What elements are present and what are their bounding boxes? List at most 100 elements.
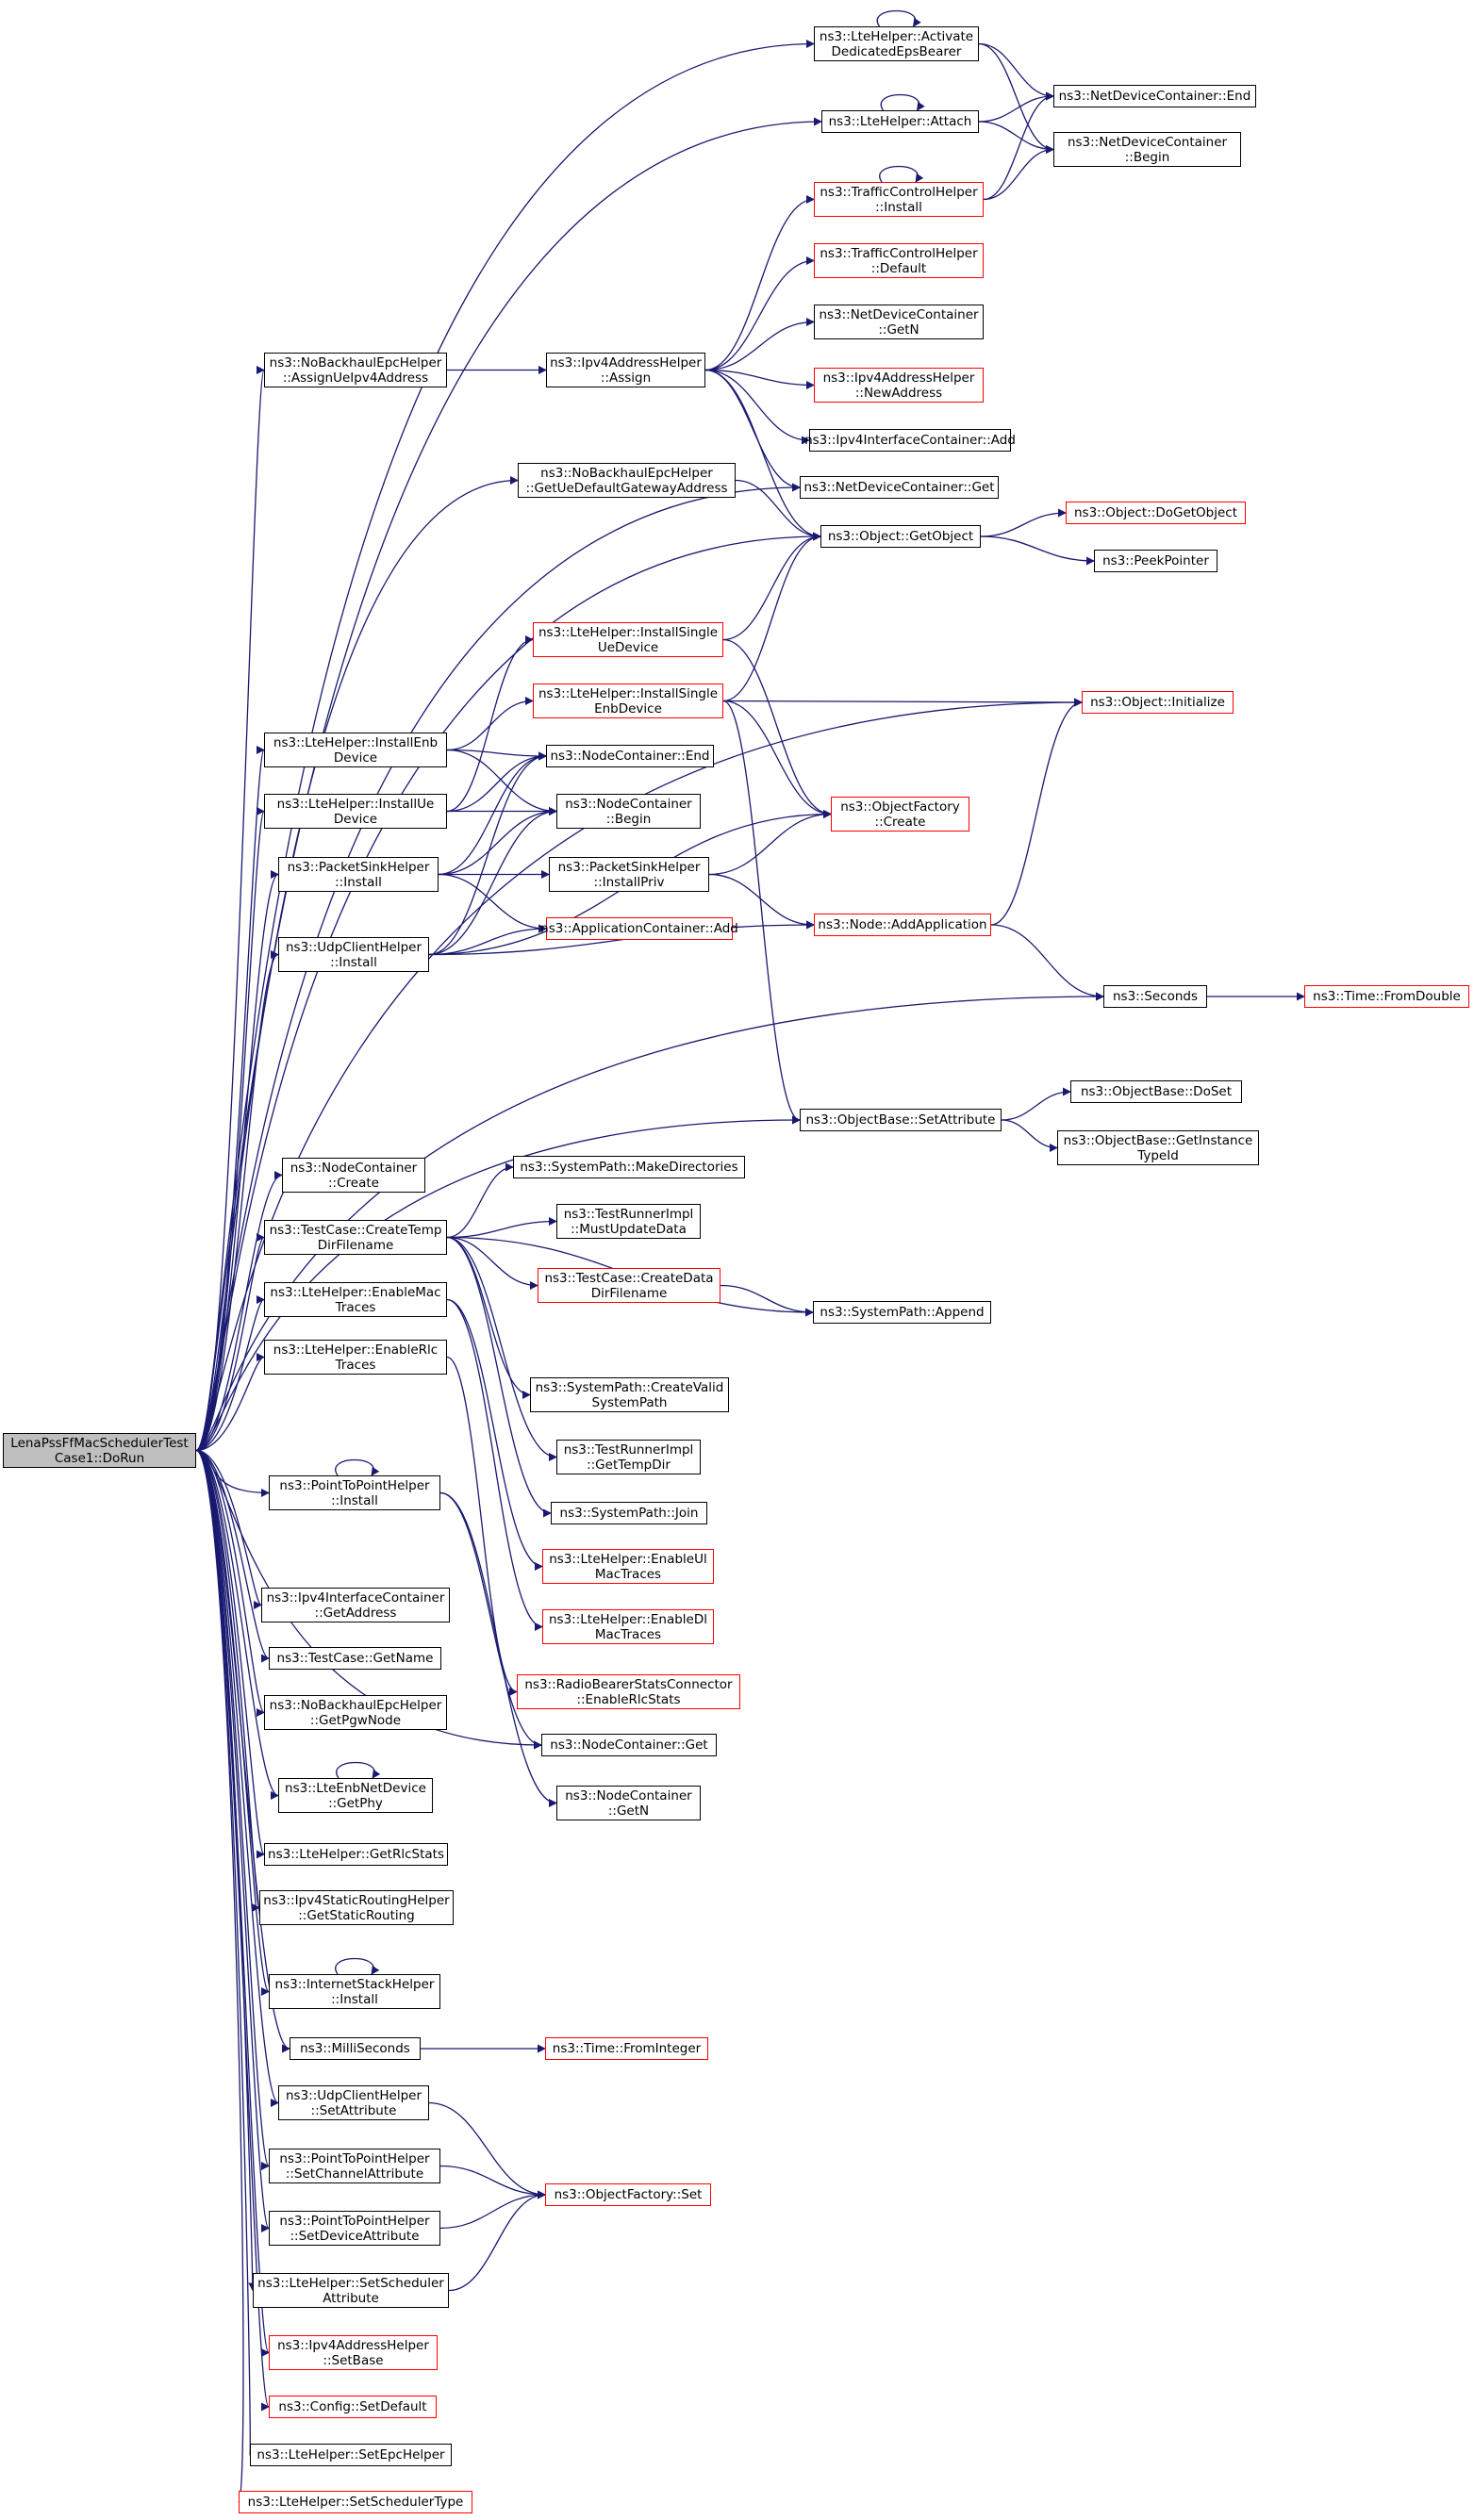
node-systempath-join[interactable]: ns3::SystemPath::Join — [551, 1502, 707, 1524]
node-object-dogetobject[interactable]: ns3::Object::DoGetObject — [1066, 502, 1246, 524]
edge-install_single_ue-to-of_create — [722, 638, 832, 818]
node-nodecontainer-begin[interactable]: ns3::NodeContainer ::Begin — [556, 794, 701, 829]
node-ltehelper-enablemactraces[interactable]: ns3::LteHelper::EnableMac Traces — [264, 1282, 447, 1317]
node-config-setdefault[interactable]: ns3::Config::SetDefault — [269, 2396, 437, 2418]
edge-root-to-psh_install — [195, 870, 279, 1452]
node-time-fromdouble[interactable]: ns3::Time::FromDouble — [1304, 985, 1469, 1008]
node-testrunnerimpl-mustupdatedata[interactable]: ns3::TestRunnerImpl ::MustUpdateData — [556, 1204, 701, 1239]
node-radiobearerstatsconnector-enablerlcstats[interactable]: ns3::RadioBearerStatsConnector ::EnableR… — [517, 1674, 740, 1709]
node-netdevicecontainer-end[interactable]: ns3::NetDeviceContainer::End — [1053, 85, 1256, 107]
node-nodecontainer-create[interactable]: ns3::NodeContainer ::Create — [282, 1158, 425, 1193]
node-trafficcontrolhelper-default[interactable]: ns3::TrafficControlHelper ::Default — [814, 243, 984, 278]
edge-ipv4_assign-to-tch_install — [704, 195, 815, 371]
node-ipv4interfacecontainer-add[interactable]: ns3::Ipv4InterfaceContainer::Add — [804, 429, 1016, 452]
node-pointtopointhelper-install[interactable]: ns3::PointToPointHelper ::Install — [269, 1475, 440, 1510]
node-object-getobject[interactable]: ns3::Object::GetObject — [820, 525, 981, 548]
node-root-lenapssffmacschedulertestcase1-dorun[interactable]: LenaPssFfMacSchedulerTest Case1::DoRun — [3, 1433, 196, 1468]
edge-obj_getobject-to-peekpointer — [980, 535, 1095, 566]
edge-enable_mac-to-enable_ulmac — [446, 1298, 543, 1571]
node-udpclienthelper-install[interactable]: ns3::UdpClientHelper ::Install — [278, 937, 429, 972]
node-object-initialize[interactable]: ns3::Object::Initialize — [1082, 691, 1234, 714]
node-netdevicecontainer-get[interactable]: ns3::NetDeviceContainer::Get — [800, 476, 999, 499]
node-nodecontainer-getn[interactable]: ns3::NodeContainer ::GetN — [556, 1786, 701, 1820]
node-ltehelper-installsingleuedevice[interactable]: ns3::LteHelper::InstallSingle UeDevice — [533, 622, 723, 657]
node-trafficcontrolhelper-install[interactable]: ns3::TrafficControlHelper ::Install — [814, 182, 984, 217]
node-pointtopointhelper-setchannelattribute[interactable]: ns3::PointToPointHelper ::SetChannelAttr… — [269, 2149, 440, 2183]
node-ipv4addresshelper-setbase[interactable]: ns3::Ipv4AddressHelper ::SetBase — [269, 2335, 438, 2370]
node-objectfactory-set[interactable]: ns3::ObjectFactory::Set — [545, 2183, 711, 2206]
edge-tch_install-to-ndc_end — [983, 91, 1054, 201]
node-ipv4addresshelper-newaddress[interactable]: ns3::Ipv4AddressHelper ::NewAddress — [814, 368, 984, 403]
node-ltehelper-installsingleenbdevice[interactable]: ns3::LteHelper::InstallSingle EnbDevice — [533, 684, 723, 718]
node-testcase-getname[interactable]: ns3::TestCase::GetName — [269, 1647, 441, 1670]
edge-root-to-tc_createtemp — [195, 1233, 265, 1452]
edge-lte_attach-to-ndc_end — [978, 91, 1054, 123]
node-systempath-makedirectories[interactable]: ns3::SystemPath::MakeDirectories — [513, 1156, 745, 1178]
node-systempath-append[interactable]: ns3::SystemPath::Append — [813, 1301, 991, 1324]
node-ltehelper-setschedulerattribute[interactable]: ns3::LteHelper::SetScheduler Attribute — [253, 2273, 449, 2308]
edge-install_enb-to-nc_end — [446, 749, 547, 761]
node-ltehelper-getrlcstats[interactable]: ns3::LteHelper::GetRlcStats — [264, 1843, 448, 1866]
edge-root-to-obj_initialize — [195, 698, 1083, 1452]
edge-ipv4_assign-to-ndc_getn — [704, 318, 815, 371]
node-milliseconds[interactable]: ns3::MilliSeconds — [290, 2037, 421, 2060]
node-ipv4staticroutinghelper-getstaticrouting[interactable]: ns3::Ipv4StaticRoutingHelper ::GetStatic… — [259, 1890, 454, 1925]
edge-tc_createtemp-to-tri_gettempdir — [446, 1236, 557, 1461]
node-ltehelper-enableulmactraces[interactable]: ns3::LteHelper::EnableUl MacTraces — [542, 1549, 714, 1584]
node-applicationcontainer-add[interactable]: ns3::ApplicationContainer::Add — [540, 917, 738, 940]
edge-ipv4_assign-to-obj_getobject — [704, 369, 821, 541]
node-seconds[interactable]: ns3::Seconds — [1103, 985, 1207, 1008]
node-ltehelper-enablerlctraces[interactable]: ns3::LteHelper::EnableRlc Traces — [264, 1340, 447, 1375]
edge-root-to-p2p_setchan — [195, 1449, 270, 2170]
node-ipv4addresshelper-assign[interactable]: ns3::Ipv4AddressHelper ::Assign — [546, 353, 705, 387]
edge-set_sched_attr-to-of_set — [448, 2190, 546, 2292]
node-ltehelper-enabledlmactraces[interactable]: ns3::LteHelper::EnableDl MacTraces — [542, 1609, 714, 1644]
node-nodecontainer-get[interactable]: ns3::NodeContainer::Get — [541, 1734, 717, 1756]
node-objectbase-doset[interactable]: ns3::ObjectBase::DoSet — [1070, 1080, 1242, 1103]
node-pointtopointhelper-setdeviceattribute[interactable]: ns3::PointToPointHelper ::SetDeviceAttri… — [269, 2211, 440, 2246]
node-nobackhaulepchelper-assignueipv4address[interactable]: ns3::NoBackhaulEpcHelper ::AssignUeIpv4A… — [264, 353, 447, 387]
node-ltehelper-activatededicatedepsbearer[interactable]: ns3::LteHelper::Activate DedicatedEpsBea… — [814, 26, 979, 61]
node-systempath-createvalidsystempath[interactable]: ns3::SystemPath::CreateValid SystemPath — [530, 1377, 729, 1412]
node-testcase-createdatadirfilename[interactable]: ns3::TestCase::CreateData DirFilename — [538, 1268, 720, 1303]
node-ltehelper-installenbdevice[interactable]: ns3::LteHelper::InstallEnb Device — [264, 733, 447, 767]
node-udpclienthelper-setattribute[interactable]: ns3::UdpClientHelper ::SetAttribute — [278, 2085, 429, 2120]
node-netdevicecontainer-getn[interactable]: ns3::NetDeviceContainer ::GetN — [814, 305, 984, 339]
node-nobackhaulepchelper-getpgwnode[interactable]: ns3::NoBackhaulEpcHelper ::GetPgwNode — [264, 1695, 447, 1730]
edge-psh_install-to-appc_add — [438, 873, 547, 933]
node-lteenbnetdevice-getphy[interactable]: ns3::LteEnbNetDevice ::GetPhy — [278, 1778, 433, 1813]
node-internetstackhelper-install[interactable]: ns3::InternetStackHelper ::Install — [269, 1974, 440, 2009]
edge-ish_install-self — [335, 1957, 380, 1975]
node-packetsinkhelper-install[interactable]: ns3::PacketSinkHelper ::Install — [278, 857, 439, 892]
edge-install_enb-to-nc_begin — [446, 749, 557, 815]
edge-root-to-nc_create — [195, 1171, 283, 1452]
node-objectbase-setattribute[interactable]: ns3::ObjectBase::SetAttribute — [800, 1109, 1002, 1131]
node-ipv4interfacecontainer-getaddress[interactable]: ns3::Ipv4InterfaceContainer ::GetAddress — [261, 1588, 450, 1622]
node-ltehelper-attach[interactable]: ns3::LteHelper::Attach — [821, 110, 979, 133]
node-ltehelper-installuedevice[interactable]: ns3::LteHelper::InstallUe Device — [264, 794, 447, 829]
node-testrunnerimpl-gettempdir[interactable]: ns3::TestRunnerImpl ::GetTempDir — [556, 1440, 701, 1474]
node-objectfactory-create[interactable]: ns3::ObjectFactory ::Create — [831, 797, 969, 832]
node-ltehelper-setschedulertype[interactable]: ns3::LteHelper::SetSchedulerType — [239, 2491, 472, 2513]
edge-node_addapp-to-seconds — [990, 924, 1104, 1001]
edge-p2p_setchan-to-of_set — [439, 2165, 546, 2199]
edge-root-to-uch_install — [195, 950, 279, 1452]
node-objectbase-getinstancetypeid[interactable]: ns3::ObjectBase::GetInstance TypeId — [1057, 1130, 1259, 1165]
node-packetsinkhelper-installpriv[interactable]: ns3::PacketSinkHelper ::InstallPriv — [549, 857, 709, 892]
node-nobackhaulepchelper-getuedefaultgatewayaddress[interactable]: ns3::NoBackhaulEpcHelper ::GetUeDefaultG… — [518, 463, 736, 498]
node-ltehelper-setepchelper[interactable]: ns3::LteHelper::SetEpcHelper — [250, 2444, 452, 2466]
node-netdevicecontainer-begin[interactable]: ns3::NetDeviceContainer ::Begin — [1053, 132, 1241, 167]
edge-root-to-enable_rlc — [195, 1353, 265, 1452]
node-time-frominteger[interactable]: ns3::Time::FromInteger — [545, 2037, 708, 2060]
node-nodecontainer-end[interactable]: ns3::NodeContainer::End — [546, 745, 714, 767]
edge-ipv4_assign-to-ipv4_newaddr — [704, 369, 815, 389]
edge-ipv4_assign-to-ipv4ic_add — [704, 369, 810, 445]
edge-enable_rlc-to-rbsc_enable — [446, 1356, 518, 1696]
edge-root-to-set_sched_type — [195, 1449, 247, 2506]
node-peekpointer[interactable]: ns3::PeekPointer — [1094, 550, 1217, 572]
node-node-addapplication[interactable]: ns3::Node::AddApplication — [814, 914, 991, 936]
node-testcase-createtempdirfilename[interactable]: ns3::TestCase::CreateTemp DirFilename — [264, 1220, 447, 1255]
edge-tch_install-to-ndc_begin — [983, 145, 1054, 201]
